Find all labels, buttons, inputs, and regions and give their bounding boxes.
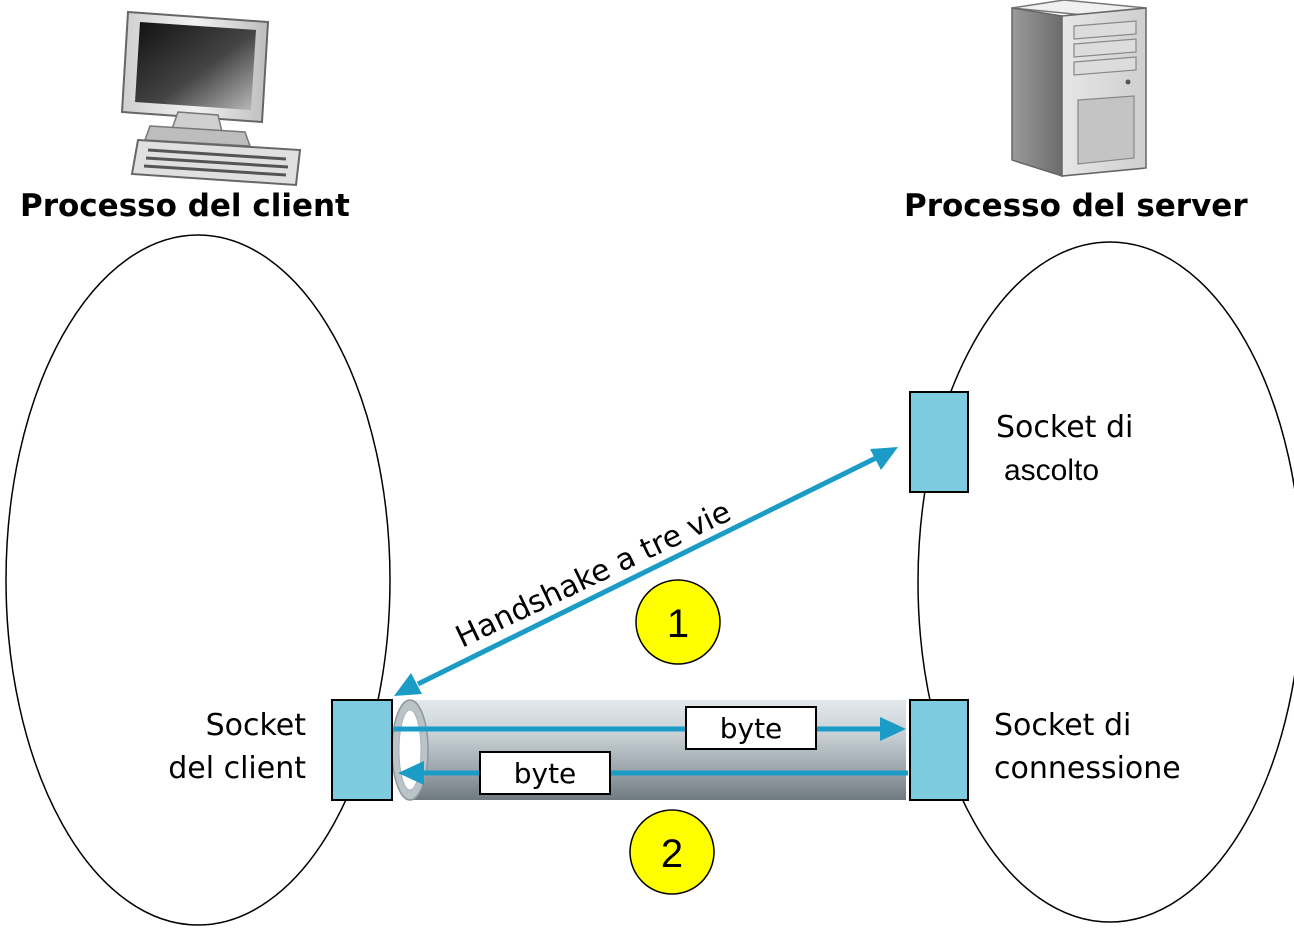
server-process-boundary xyxy=(917,241,1294,923)
client-process-title: Processo del client xyxy=(20,188,350,224)
listening-socket-label-line2: ascolto xyxy=(1004,454,1099,487)
byte-forward-label: byte xyxy=(720,712,783,745)
listening-socket-label-line1: Socket di xyxy=(996,410,1133,445)
client-process-boundary xyxy=(5,234,391,926)
server-process-title: Processo del server xyxy=(904,188,1248,224)
tower-server-icon xyxy=(1011,0,1147,178)
connection-socket-label-line2: connessione xyxy=(994,751,1181,786)
desktop-computer-icon xyxy=(120,10,302,187)
client-socket xyxy=(331,699,393,801)
step-badge-2: 2 xyxy=(629,809,715,895)
step-number-1: 1 xyxy=(667,602,689,646)
step-number-2: 2 xyxy=(661,832,683,876)
listening-socket xyxy=(909,391,969,493)
connection-socket-label-line1: Socket di xyxy=(994,708,1131,743)
connection-socket xyxy=(909,699,969,801)
byte-forward-box xyxy=(685,706,817,750)
byte-backward-label: byte xyxy=(514,757,577,790)
client-socket-label-line2: del client xyxy=(168,751,306,786)
step-badge-1: 1 xyxy=(635,579,721,665)
client-socket-label-line1: Socket xyxy=(206,708,307,743)
handshake-arrow xyxy=(394,447,898,696)
byte-backward-box xyxy=(479,751,611,795)
tcp-connection-pipe xyxy=(391,699,906,801)
